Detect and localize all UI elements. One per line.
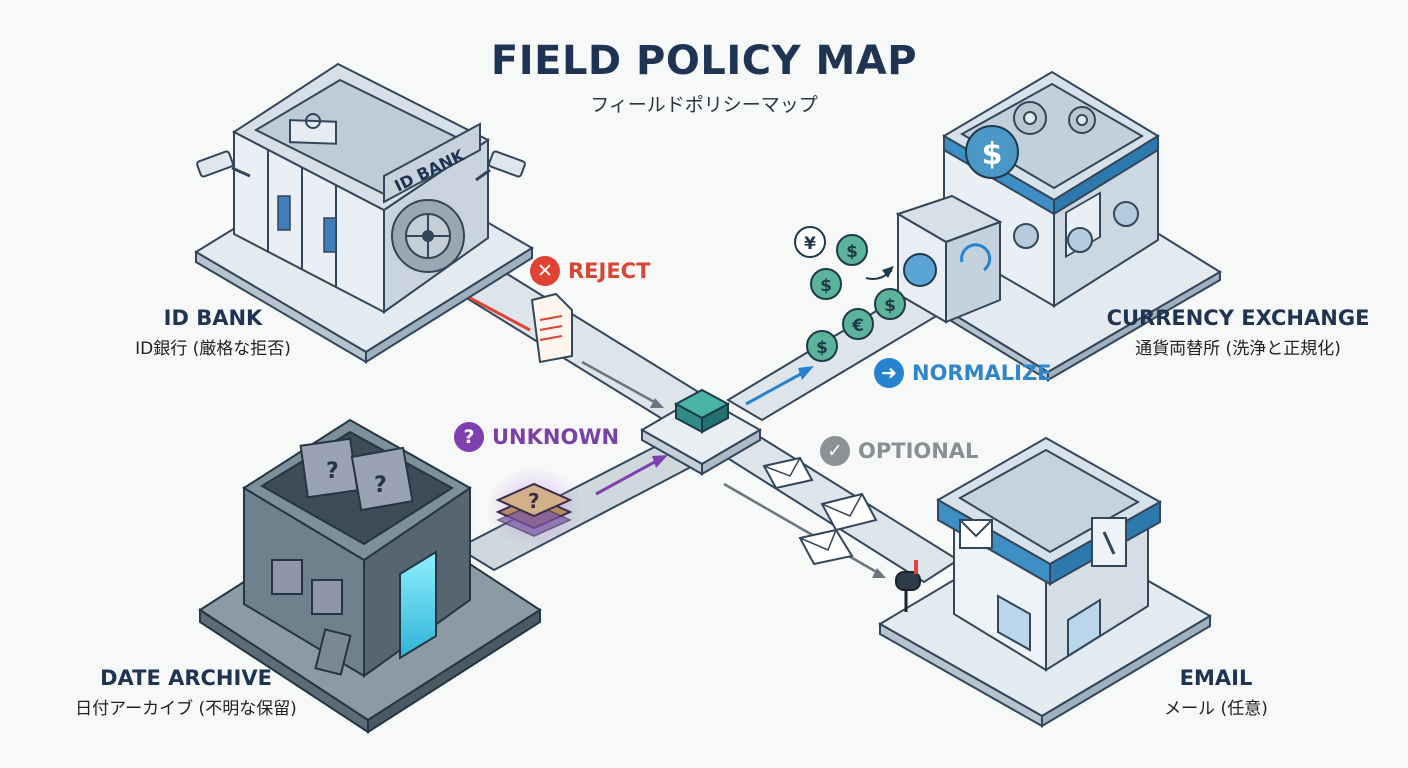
email-label-en: EMAIL bbox=[1179, 666, 1253, 690]
currency-exchange-building: $ bbox=[895, 70, 1222, 382]
currency-exchange-label: CURRENCY EXCHANGE 通貨両替所 (洗浄と正規化) bbox=[1088, 306, 1388, 359]
currency-exchange-label-jp: 通貨両替所 (洗浄と正規化) bbox=[1135, 339, 1341, 359]
check-circle-icon: ✓ bbox=[820, 436, 850, 466]
security-camera-right-icon bbox=[475, 150, 526, 182]
id-bank-label-en: ID BANK bbox=[163, 306, 263, 330]
id-bank-label-jp: ID銀行 (厳格な拒否) bbox=[135, 339, 291, 359]
unknown-label: UNKNOWN bbox=[492, 425, 620, 449]
question-circle-icon: ? bbox=[454, 422, 484, 452]
optional-tag: ✓ OPTIONAL bbox=[820, 436, 978, 466]
coin-euro: € bbox=[851, 316, 864, 336]
central-hub bbox=[639, 388, 763, 476]
normalize-label: NORMALIZE bbox=[912, 361, 1052, 385]
normalize-arrow bbox=[745, 366, 814, 406]
folder-question-2: ? bbox=[374, 473, 387, 498]
coin-yen: ¥ bbox=[804, 234, 816, 254]
unknown-arrow bbox=[595, 455, 668, 496]
rejected-document-icon bbox=[530, 292, 573, 364]
unknown-tag: ? UNKNOWN bbox=[454, 422, 619, 452]
optional-arrow bbox=[723, 482, 886, 578]
reject-return-arrow bbox=[581, 360, 664, 408]
coin-dollar-3: $ bbox=[884, 296, 896, 316]
coin-dollar-4: $ bbox=[816, 338, 828, 358]
security-camera-left-icon bbox=[196, 150, 251, 178]
normalize-tag: ➜ NORMALIZE bbox=[874, 358, 1052, 388]
date-archive-label: DATE ARCHIVE 日付アーカイブ (不明な保留) bbox=[36, 666, 336, 719]
email-label-jp: メール (任意) bbox=[1164, 699, 1268, 719]
x-circle-icon: ✕ bbox=[530, 256, 560, 286]
reject-label: REJECT bbox=[568, 259, 651, 283]
page-subtitle: フィールドポリシーマップ bbox=[590, 94, 818, 116]
coin-dollar-1: $ bbox=[846, 242, 858, 262]
date-archive-building: ? ? bbox=[198, 418, 542, 734]
currency-sign-dollar: $ bbox=[982, 137, 1003, 172]
email-label: EMAIL メール (任意) bbox=[1096, 666, 1336, 719]
unknown-file-question: ? bbox=[528, 489, 540, 513]
folder-question-1: ? bbox=[326, 459, 339, 484]
page-title: FIELD POLICY MAP bbox=[490, 38, 918, 84]
reject-tag: ✕ REJECT bbox=[530, 256, 650, 286]
date-archive-label-en: DATE ARCHIVE bbox=[100, 666, 272, 690]
arrow-right-circle-icon: ➜ bbox=[874, 358, 904, 388]
currency-exchange-label-en: CURRENCY EXCHANGE bbox=[1106, 306, 1370, 330]
coin-stack: ¥ $ $ $ € $ bbox=[794, 226, 906, 362]
envelope-icons bbox=[762, 456, 878, 566]
email-building bbox=[878, 436, 1212, 728]
coin-dollar-2: $ bbox=[820, 276, 832, 296]
mailbox-icon bbox=[895, 560, 921, 612]
unknown-files-stack: ? bbox=[486, 468, 582, 548]
id-bank-building: ID BANK bbox=[194, 62, 534, 364]
optional-label: OPTIONAL bbox=[858, 439, 979, 463]
id-bank-label: ID BANK ID銀行 (厳格な拒否) bbox=[78, 306, 348, 359]
date-archive-label-jp: 日付アーカイブ (不明な保留) bbox=[75, 699, 297, 719]
